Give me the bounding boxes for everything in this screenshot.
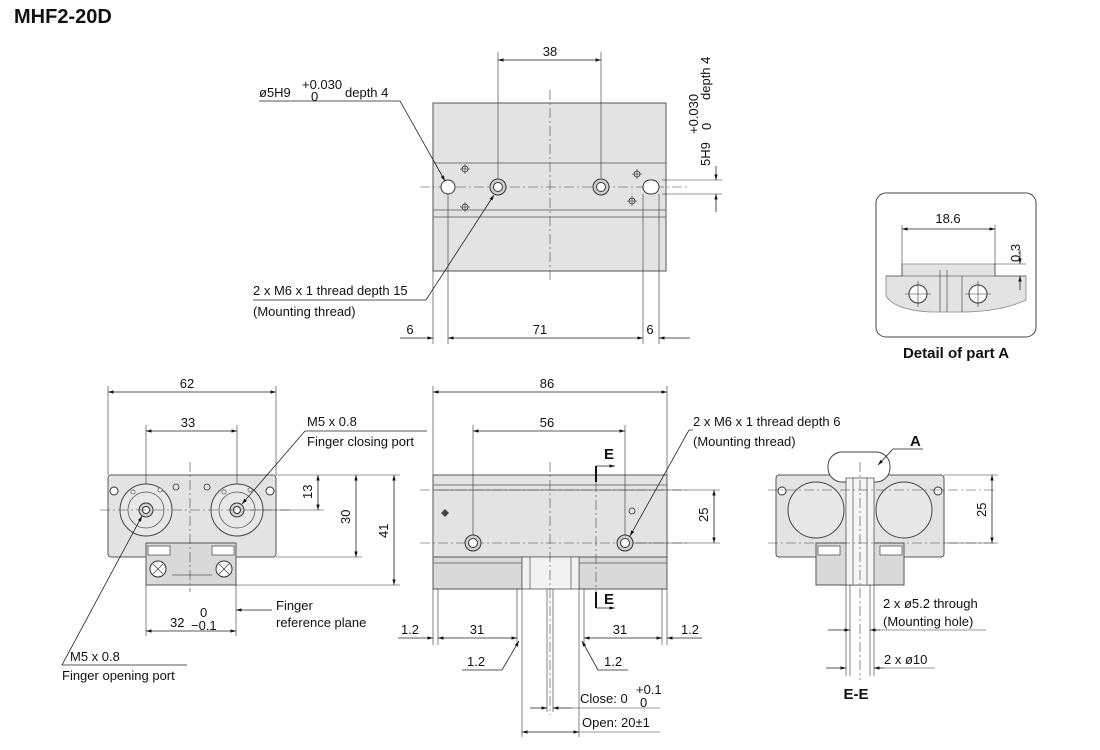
section-e-top: E	[604, 446, 614, 463]
close-label: Close: 0	[580, 691, 628, 706]
dim-38: 38	[543, 44, 557, 59]
dim-1-2-lower-right: 1.2	[604, 654, 622, 669]
svg-text:+0.1: +0.1	[636, 682, 662, 697]
ref-plane-line2: reference plane	[276, 615, 366, 630]
svg-text:0: 0	[200, 605, 207, 620]
front-thread-label: 2 x M6 x 1 thread depth 6	[693, 414, 840, 429]
dim-30: 30	[338, 510, 353, 524]
pin-slot-right	[642, 179, 660, 195]
dim-86: 86	[540, 376, 554, 391]
svg-text:depth 4: depth 4	[345, 85, 388, 100]
opening-port-label: M5 x 0.8	[70, 649, 120, 664]
dim-31-left: 31	[470, 622, 484, 637]
dim-71: 71	[533, 322, 547, 337]
svg-text:−0.1: −0.1	[191, 618, 217, 633]
dim-25-front: 25	[696, 508, 711, 522]
front-thread-sub: (Mounting thread)	[693, 434, 796, 449]
dim-1-2-right: 1.2	[681, 622, 699, 637]
dim-13: 13	[300, 485, 315, 499]
svg-text:+0.030: +0.030	[302, 77, 342, 92]
section-dia-label: 2 x ø10	[884, 652, 927, 667]
front-view: 86 56 E E 2 x M6 x 1 thread depth 6 (Mou…	[398, 376, 840, 737]
left-view: 62 33 M5 x 0.8 Finger closing port 13 30…	[61, 376, 427, 683]
dim-25-section: 25	[974, 503, 989, 517]
svg-text:0: 0	[311, 89, 318, 104]
dim-6-left: 6	[406, 322, 413, 337]
dim-1-2-lower-left: 1.2	[467, 654, 485, 669]
top-thread-sub: (Mounting thread)	[253, 304, 356, 319]
pin-hole-label: ø5H9	[259, 85, 291, 100]
svg-text:+0.030: +0.030	[686, 94, 701, 134]
top-thread-label: 2 x M6 x 1 thread depth 15	[253, 283, 408, 298]
pin-slot-label: 5H9	[698, 142, 713, 166]
part-a-callout	[827, 451, 891, 483]
section-caption: E-E	[843, 686, 868, 703]
dim-31-right: 31	[613, 622, 627, 637]
svg-text:0: 0	[699, 123, 714, 130]
open-label: Open: 20±1	[582, 715, 650, 730]
dim-41: 41	[376, 524, 391, 538]
dim-62: 62	[180, 376, 194, 391]
dim-18-6: 18.6	[935, 211, 960, 226]
part-a-label: A	[910, 433, 921, 450]
closing-port-sub: Finger closing port	[307, 434, 414, 449]
dim-0-3: 0.3	[1008, 244, 1023, 262]
pin-hole-left	[440, 179, 456, 195]
dim-6-right: 6	[646, 322, 653, 337]
section-hole-sub: (Mounting hole)	[883, 614, 973, 629]
dim-56: 56	[540, 415, 554, 430]
svg-text:0: 0	[640, 695, 647, 710]
drawing-title: MHF2-20D	[14, 6, 112, 28]
section-view: A 25 2 x ø5.2 through (Mounting hole) 2 …	[768, 433, 998, 703]
section-e-bottom: E	[604, 591, 614, 608]
finger-right	[578, 556, 668, 590]
detail-caption: Detail of part A	[903, 345, 1009, 362]
section-hole-label: 2 x ø5.2 through	[883, 596, 978, 611]
detail-part-a: 18.6 0.3 Detail of part A	[875, 192, 1037, 362]
crosshair-marks	[460, 164, 642, 212]
marker-diamond	[441, 509, 449, 517]
svg-text:depth 4: depth 4	[698, 57, 713, 100]
finger-left	[432, 556, 523, 590]
top-view: 38 ø5H9 +0.030 0 depth 4 5H9 +0.030 0 de…	[253, 44, 722, 344]
closing-port-label: M5 x 0.8	[307, 414, 357, 429]
dim-33: 33	[181, 415, 195, 430]
ref-plane-line1: Finger	[276, 598, 314, 613]
opening-port-sub: Finger opening port	[62, 668, 175, 683]
dim-32: 32	[170, 615, 184, 630]
dim-1-2-left: 1.2	[401, 622, 419, 637]
